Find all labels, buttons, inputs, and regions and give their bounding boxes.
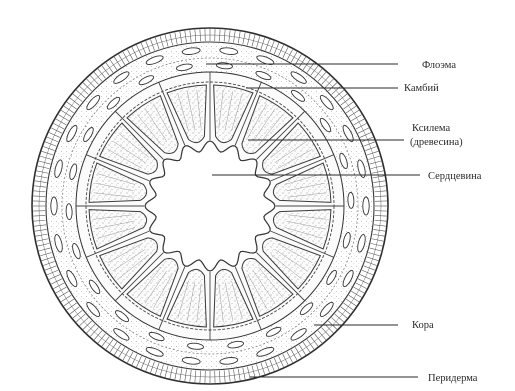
cortex-cell bbox=[51, 197, 57, 215]
label-pith: Сердцевина bbox=[428, 171, 482, 182]
label-xylem-wood: (древесина) bbox=[410, 137, 463, 148]
cortex-cell bbox=[348, 192, 355, 208]
cortex-cell bbox=[363, 197, 369, 215]
cortex-cell bbox=[66, 204, 73, 220]
label-periderm: Перидерма bbox=[428, 373, 478, 384]
label-phloem: Флоэма bbox=[422, 60, 456, 71]
label-cambium: Камбий bbox=[404, 83, 439, 94]
label-xylem: Ксилема bbox=[412, 123, 450, 134]
label-cortex: Кора bbox=[412, 320, 434, 331]
pith bbox=[145, 141, 275, 271]
